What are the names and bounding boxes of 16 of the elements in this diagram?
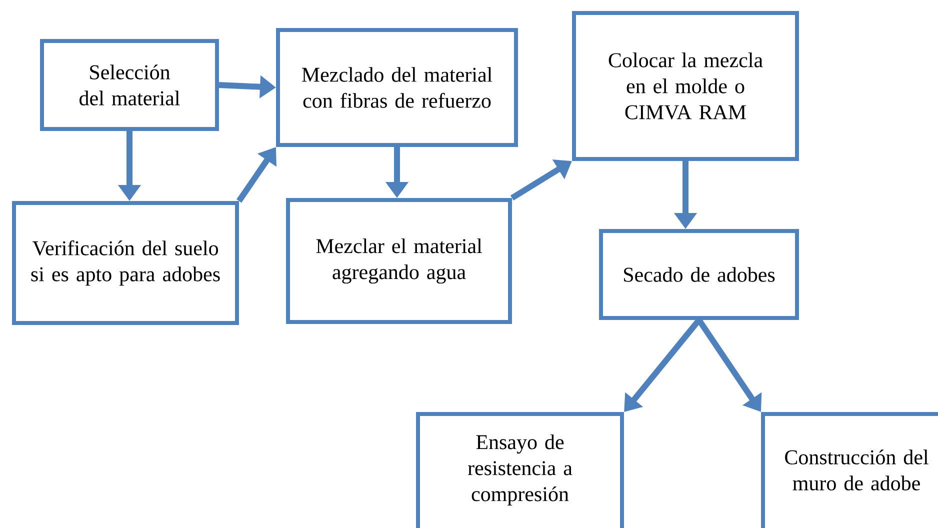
process-box xyxy=(12,201,239,325)
process-box xyxy=(286,198,512,324)
node-label: Mezclado del material con fibras de refuerzo xyxy=(302,67,492,108)
node-label: Secado de adobes xyxy=(624,267,775,282)
process-box xyxy=(40,39,219,131)
process-box xyxy=(276,28,518,147)
process-box xyxy=(761,412,938,528)
node-label: Verificación del suelo si es apto para adobes xyxy=(31,240,220,286)
node-label: Colocar la mezcla en el molde o CIMVA RAM xyxy=(608,52,763,120)
node-label: Selección del material xyxy=(80,64,180,106)
node-label: Mezclar el material agregando agua xyxy=(316,238,482,284)
process-box xyxy=(599,229,799,320)
process-box xyxy=(572,11,799,161)
node-label: Construcción del muro de adobe xyxy=(785,450,928,490)
node-label: Ensayo de resistencia a compresión xyxy=(468,434,572,506)
process-box xyxy=(416,412,624,528)
